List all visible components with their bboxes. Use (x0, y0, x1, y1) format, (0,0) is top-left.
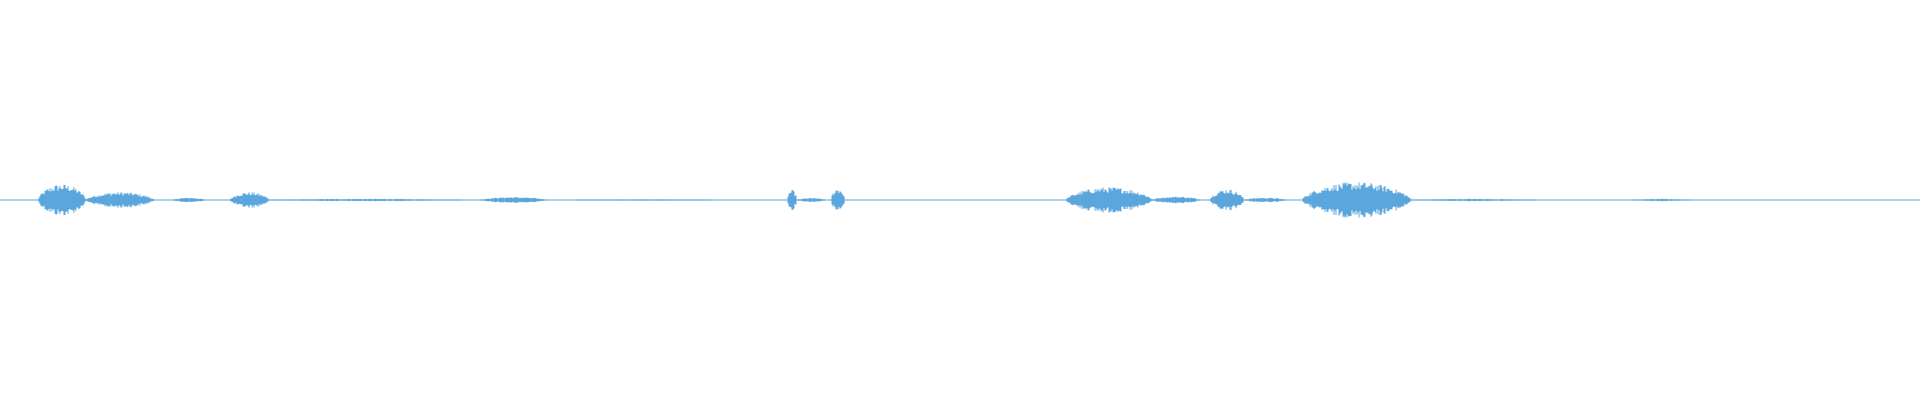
waveform-segment-13 (1243, 197, 1287, 203)
waveform-segment-10 (1065, 187, 1153, 213)
waveform-segment-4 (268, 198, 462, 202)
waveform-segment-8 (796, 198, 827, 202)
waveform-segment-0 (37, 184, 87, 216)
waveform-segment-1 (85, 192, 155, 208)
waveform-segment-6 (575, 199, 711, 201)
waveform-segment-11 (1151, 196, 1201, 204)
waveform-segment-9 (830, 190, 846, 210)
waveform-segment-2 (172, 197, 206, 203)
waveform-peaks (37, 182, 1691, 218)
waveform-segment-15 (1410, 198, 1537, 202)
waveform-segment-12 (1209, 189, 1245, 211)
waveform-segment-14 (1301, 182, 1412, 218)
waveform-segment-7 (786, 190, 798, 210)
waveform-segment-5 (479, 197, 548, 203)
waveform-segment-3 (229, 192, 270, 208)
waveform-segment-16 (1631, 198, 1691, 202)
